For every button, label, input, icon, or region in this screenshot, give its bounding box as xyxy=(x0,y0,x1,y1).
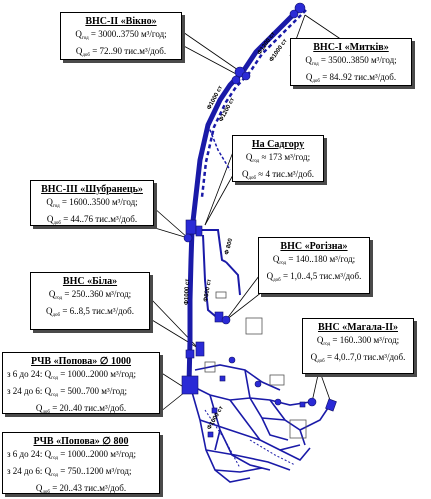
pipe-label: Φ 800 xyxy=(224,237,234,255)
daily-flow: Qдоб = 20..43 тис.м³/доб. xyxy=(35,483,127,495)
daily-flow: Qдоб ≈ 4 тис.м³/доб. xyxy=(241,169,315,181)
callout-title: ВНС-І «Митків» xyxy=(313,42,389,53)
pipe-label: Φ1000 ст xyxy=(184,279,191,305)
hourly-flow: Qгод = 160..300 м³/год; xyxy=(316,335,400,347)
pipe-label: Φ1000 ст xyxy=(269,38,289,63)
daily-flow: Qдоб = 4,0..7,0 тис.м³/доб. xyxy=(310,352,406,364)
station-mytkiv-head xyxy=(294,2,306,14)
callout-title: РЧВ «Попова» ∅ 800 xyxy=(33,436,129,447)
hourly-flow: Qгод ≈ 173 м³/год; xyxy=(245,152,311,164)
daily-flow: Qдоб = 20..40 тис.м³/доб. xyxy=(35,403,127,415)
hourly-flow: Qгод = 250..360 м³/год; xyxy=(48,289,132,301)
day-flow-row: з 6 до 24: Qгод = 1000..2000 м³/год; xyxy=(7,369,136,381)
station-mahala xyxy=(307,397,317,407)
callout-vns3-shubranets: ВНС-ІІІ «Шубранець» Qгод = 1600..3500 м³… xyxy=(30,180,154,226)
callout-title: ВНС «Рогізна» xyxy=(280,241,348,252)
pipe-label: Φ800 ст xyxy=(203,279,213,303)
callout-reservoir-popova-1000: РЧВ «Попова» ∅ 1000 з 6 до 24: Qгод = 10… xyxy=(2,352,160,415)
night-flow-row: з 24 до 6: Qгод = 500..700 м³/год; xyxy=(7,386,127,398)
callout-vns-rohizna: ВНС «Рогізна» Qгод = 140..180 м³/год; Qд… xyxy=(258,237,370,294)
night-flow-row: з 24 до 6: Qгод = 750..1200 м³/год; xyxy=(7,466,132,478)
hourly-flow: Qгод = 3000..3750 м³/год; xyxy=(75,29,167,41)
stations xyxy=(181,2,337,438)
callout-vns2-vikno: ВНС-ІІ «Вікно» Qгод = 3000..3750 м³/год;… xyxy=(60,12,182,60)
building-outlines xyxy=(204,291,307,439)
daily-flow: Qдоб = 84..92 тис.м³/доб. xyxy=(305,72,397,84)
secondary-network xyxy=(204,409,296,469)
daily-flow: Qдоб = 44..76 тис.м³/доб. xyxy=(46,214,138,226)
callout-title: На Садгору xyxy=(251,139,305,150)
callout-reservoir-popova-800: РЧВ «Попова» ∅ 800 з 6 до 24: Qгод = 100… xyxy=(2,432,160,495)
callout-title: ВНС-ІІ «Вікно» xyxy=(85,16,157,27)
daily-flow: Qдоб = 1,0..4,5 тис.м³/доб. xyxy=(266,271,362,283)
main-pipelines xyxy=(186,6,307,386)
day-flow-row: з 6 до 24: Qгод = 1000..2000 м³/год; xyxy=(7,449,136,461)
callout-title: ВНС-ІІІ «Шубранець» xyxy=(41,184,143,195)
reservoir-popova xyxy=(181,375,199,395)
hourly-flow: Qгод = 3500..3850 м³/год; xyxy=(305,55,397,67)
callout-vns1-mytkiv: ВНС-І «Митків» Qгод = 3500..3850 м³/год;… xyxy=(290,38,412,86)
callout-to-sadgora: На Садгору Qгод ≈ 173 м³/год; Qдоб ≈ 4 т… xyxy=(232,135,324,182)
callout-title: ВНС «Біла» xyxy=(62,276,118,287)
callout-vns-bila: ВНС «Біла» Qгод = 250..360 м³/год; Qдоб … xyxy=(30,272,150,330)
callout-title: ВНС «Магала-ІІ» xyxy=(318,322,398,333)
station-rohizna xyxy=(221,315,231,325)
callout-vns-mahala2: ВНС «Магала-ІІ» Qгод = 160..300 м³/год; … xyxy=(302,318,414,374)
distribution-network xyxy=(189,364,331,483)
callout-title: РЧВ «Попова» ∅ 1000 xyxy=(30,356,132,367)
station-shubranets xyxy=(185,219,197,235)
hourly-flow: Qгод = 1600..3500 м³/год; xyxy=(46,197,138,209)
daily-flow: Qдоб = 72..90 тис.м³/доб. xyxy=(75,46,167,58)
hourly-flow: Qгод = 140..180 м³/год; xyxy=(272,254,356,266)
daily-flow: Qдоб = 6..8,5 тис.м³/доб. xyxy=(46,306,134,318)
